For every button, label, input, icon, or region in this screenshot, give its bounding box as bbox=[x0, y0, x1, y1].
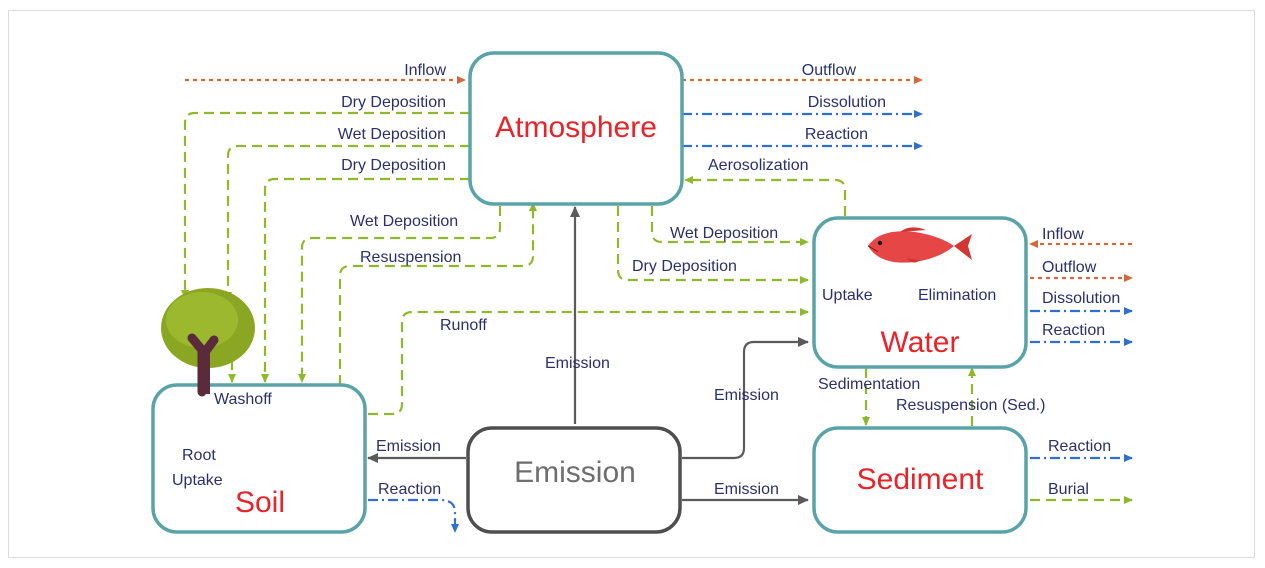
sediment-title: Sediment bbox=[857, 463, 984, 496]
atm-dissolution-label: Dissolution bbox=[808, 94, 886, 111]
dry-deposition-tree-arrow bbox=[181, 111, 470, 299]
soil-wet-deposition-label: Wet Deposition bbox=[350, 213, 458, 230]
atm-reaction-label: Reaction bbox=[805, 126, 868, 143]
resuspension-arrow bbox=[338, 202, 537, 385]
root-label: Root bbox=[182, 447, 216, 464]
wet-deposition-tree-arrow bbox=[224, 144, 470, 301]
burial-label: Burial bbox=[1048, 481, 1089, 498]
water-dry-deposition-label: Dry Deposition bbox=[632, 258, 737, 275]
soil-reaction-label: Reaction bbox=[378, 481, 441, 498]
runoff-label: Runoff bbox=[440, 317, 487, 334]
atm-outflow-label: Outflow bbox=[802, 62, 857, 79]
tree-icon bbox=[161, 288, 255, 397]
water-box bbox=[812, 216, 1028, 369]
soil-box bbox=[151, 383, 367, 534]
emission-title: Emission bbox=[514, 456, 636, 489]
figure-frame bbox=[8, 10, 1255, 558]
runoff-arrow bbox=[368, 308, 809, 416]
root-uptake-label: Uptake bbox=[172, 472, 223, 489]
soil-title: Soil bbox=[235, 486, 285, 519]
wet-deposition-water-arrow bbox=[650, 206, 809, 246]
sediment-reaction-label: Reaction bbox=[1048, 438, 1111, 455]
atm-dry-deposition-2-label: Dry Deposition bbox=[341, 157, 446, 174]
atmosphere-title: Atmosphere bbox=[495, 111, 657, 144]
dry-deposition-water-arrow bbox=[616, 206, 809, 284]
emission-atmosphere-label: Emission bbox=[545, 355, 610, 372]
water-title: Water bbox=[881, 326, 960, 359]
aerosolization-label: Aerosolization bbox=[708, 157, 809, 174]
sedimentation-label: Sedimentation bbox=[818, 376, 920, 393]
wet-deposition-soil-arrow bbox=[298, 206, 502, 383]
water-reaction-label: Reaction bbox=[1042, 322, 1105, 339]
emission-sediment-label: Emission bbox=[714, 481, 779, 498]
resuspension-label: Resuspension bbox=[360, 249, 461, 266]
fish-icon bbox=[867, 227, 972, 263]
water-dissolution-label: Dissolution bbox=[1042, 290, 1120, 307]
emission-soil-label: Emission bbox=[376, 438, 441, 455]
sediment-box bbox=[812, 426, 1028, 534]
emission-box bbox=[466, 426, 682, 534]
elimination-label: Elimination bbox=[918, 287, 996, 304]
resuspension-sed-label: Resuspension (Sed.) bbox=[896, 397, 1045, 414]
washoff-label: Washoff bbox=[214, 391, 272, 408]
atm-dry-deposition-label: Dry Deposition bbox=[341, 94, 446, 111]
water-outflow-label: Outflow bbox=[1042, 259, 1097, 276]
aerosolization-arrow bbox=[684, 176, 847, 216]
atm-inflow-label: Inflow bbox=[404, 62, 446, 79]
emission-water-label: Emission bbox=[714, 387, 779, 404]
uptake-label: Uptake bbox=[822, 287, 873, 304]
atmosphere-box bbox=[468, 51, 684, 206]
soil-reaction-arrow bbox=[368, 498, 459, 533]
water-wet-deposition-label: Wet Deposition bbox=[670, 225, 778, 242]
dry-deposition-soil-arrow bbox=[261, 177, 470, 383]
atm-wet-deposition-label: Wet Deposition bbox=[338, 126, 446, 143]
emission-to-water-arrow bbox=[682, 337, 809, 460]
water-inflow-label: Inflow bbox=[1042, 226, 1084, 243]
